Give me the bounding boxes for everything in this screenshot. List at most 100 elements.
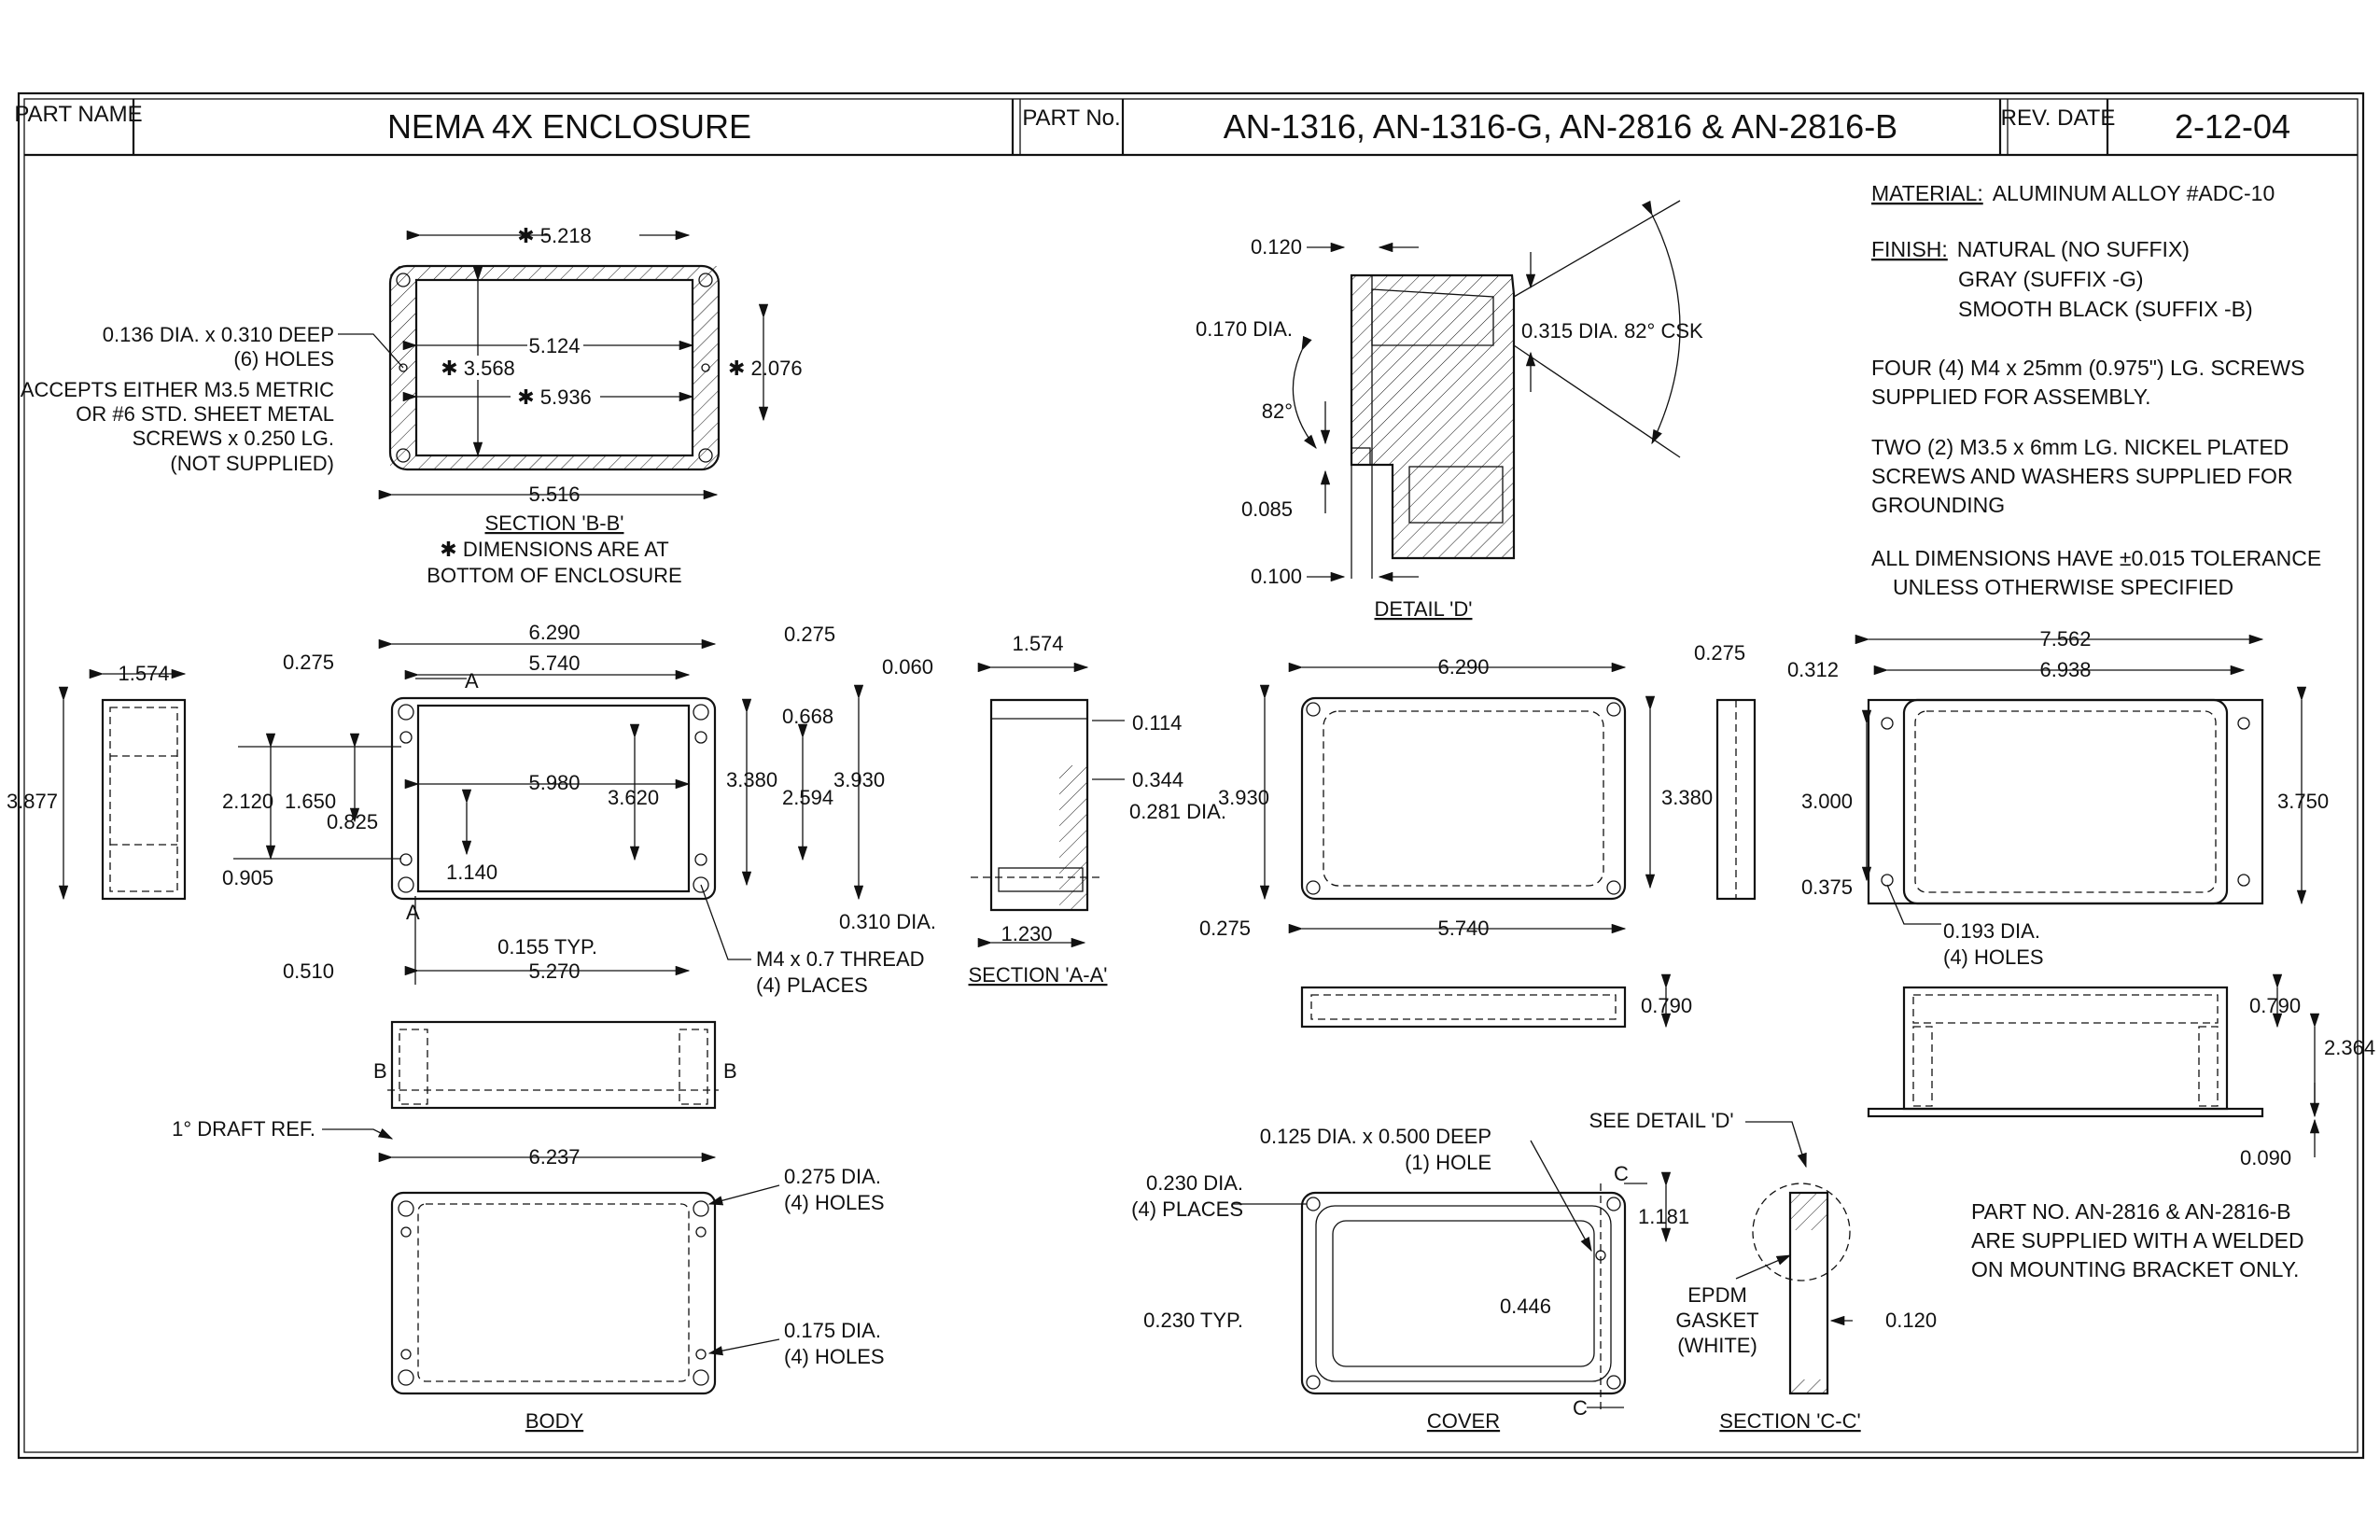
cover-hole-1: 0.125 DIA. x 0.500 DEEP — [1260, 1125, 1491, 1148]
finish-line-1: NATURAL (NO SUFFIX) — [1957, 237, 2190, 261]
part-name-label: PART NAME — [14, 102, 142, 127]
bb-callout-5: SCREWS x 0.250 LG. — [133, 427, 334, 450]
body-dim-r2: 0.668 — [782, 705, 833, 728]
bb-caption-2: BOTTOM OF ENCLOSURE — [427, 564, 681, 587]
bb-dim-inner: 5.124 — [528, 334, 580, 357]
cover-dim-w1: 6.290 — [1437, 655, 1489, 679]
cover-h3: 1.181 — [1638, 1205, 1689, 1228]
body-holes2-1: 0.175 DIA. — [784, 1319, 881, 1342]
body-top-view: 6.290 5.740 5.980 5.270 0.275 0.275 0.66… — [222, 621, 925, 997]
rev-date: 2-12-04 — [2175, 107, 2290, 146]
outer-frame — [17, 91, 2365, 1460]
cover-top-view: 6.290 0.275 3.930 3.380 0.275 5.740 — [1199, 641, 1745, 940]
cover-title: COVER — [1427, 1409, 1500, 1433]
body-bottom-view: 0.275 DIA. (4) HOLES 0.175 DIA. (4) HOLE… — [390, 1165, 885, 1433]
rev-date-label: REV. DATE — [2001, 105, 2116, 131]
section-marker-a-top: A — [465, 669, 479, 693]
cc-title: SECTION 'C-C' — [1719, 1409, 1860, 1433]
part-no-label: PART No. — [1022, 105, 1120, 131]
notes-block: MATERIAL: ALUMINUM ALLOY #ADC-10 FINISH:N… — [1871, 181, 2321, 1281]
cc-gasket-2: GASKET — [1675, 1309, 1758, 1332]
bb-dim-top: ✱ 5.218 — [517, 224, 592, 247]
cover-dim-h1: 3.930 — [1218, 786, 1269, 809]
d-dim-5: 0.100 — [1251, 565, 1302, 588]
body-side-width: 1.574 — [118, 662, 169, 685]
aa-dim-3: 0.114 — [1132, 711, 1182, 735]
part-name: NEMA 4X ENCLOSURE — [387, 107, 751, 146]
svg-text:MATERIAL:ALUMINUM ALLOY #ADC-1: MATERIAL: ALUMINUM ALLOY #ADC-10 — [1871, 181, 2275, 205]
d-dim-1: 0.120 — [1251, 235, 1302, 259]
bracket-holes-2: (4) HOLES — [1943, 945, 2044, 969]
body-side-view: 1.574 3.877 — [7, 662, 187, 901]
cover-typ: 0.230 TYP. — [1143, 1309, 1243, 1332]
section-cc-view: SEE DETAIL 'D' EPDM GASKET (WHITE) 0.120… — [1589, 1109, 1937, 1433]
cover-dim-r1: 0.275 — [1694, 641, 1745, 665]
body-dim-w2: 5.740 — [528, 651, 580, 675]
body-dim-h4: 3.620 — [608, 786, 659, 809]
bracket-side-view: 0.790 2.364 0.090 — [1867, 973, 2375, 1169]
bracket-dim-t2: 2.364 — [2324, 1036, 2375, 1059]
body-side-height: 3.877 — [7, 790, 58, 813]
bracket-dim-h1: 3.000 — [1801, 790, 1853, 813]
body-dim-l1: 2.120 — [222, 790, 273, 813]
tolerance-note-1: ALL DIMENSIONS HAVE ±0.015 TOLERANCE — [1871, 546, 2321, 570]
section-marker-c-bottom: C — [1573, 1396, 1588, 1420]
aa-dim-6: 0.310 DIA. — [839, 910, 936, 933]
cover-places-1: 0.230 DIA. — [1146, 1171, 1243, 1195]
section-marker-a-bottom: A — [406, 901, 420, 924]
svg-text:FINISH:NATURAL (NO SUFFIX): FINISH:NATURAL (NO SUFFIX) — [1871, 237, 2190, 261]
aa-title: SECTION 'A-A' — [969, 963, 1108, 987]
bracket-note-3: ON MOUNTING BRACKET ONLY. — [1971, 1257, 2299, 1281]
finish-line-2: GRAY (SUFFIX -G) — [1958, 267, 2144, 291]
cover-dim-h2: 3.380 — [1661, 786, 1713, 809]
bb-dim-height: ✱ 3.568 — [441, 357, 515, 380]
aa-dim-1: 0.060 — [882, 655, 933, 679]
cc-gasket-3: (WHITE) — [1677, 1334, 1757, 1357]
bracket-dim-t1: 0.790 — [2249, 994, 2301, 1017]
d-dim-4: 0.085 — [1241, 497, 1293, 521]
body-dim-h3: 3.930 — [833, 768, 885, 791]
body-dim-w4: 5.270 — [528, 959, 580, 983]
cc-see-detail: SEE DETAIL 'D' — [1589, 1109, 1733, 1132]
section-marker-b-left: B — [373, 1059, 387, 1083]
bb-callout-1: 0.136 DIA. x 0.310 DEEP — [103, 323, 334, 346]
screws-note-2: SUPPLIED FOR ASSEMBLY. — [1871, 385, 2151, 409]
cc-gasket-1: EPDM — [1687, 1283, 1747, 1307]
body-dim-w1: 6.290 — [528, 621, 580, 644]
cover-dim-w2: 5.740 — [1437, 917, 1489, 940]
body-thread-2: (4) PLACES — [756, 973, 868, 997]
bb-dim-side: ✱ 2.076 — [728, 357, 803, 380]
bb-caption-1: ✱ DIMENSIONS ARE AT — [440, 538, 668, 561]
body-holes2-2: (4) HOLES — [784, 1345, 885, 1368]
body-title: BODY — [525, 1409, 584, 1433]
body-dim-l5: 1.140 — [446, 861, 497, 884]
d-dim-3: 82° — [1262, 399, 1293, 423]
part-no: AN-1316, AN-1316-G, AN-2816 & AN-2816-B — [1224, 107, 1897, 146]
body-draft-width: 6.237 — [528, 1145, 580, 1169]
bracket-dim-w1: 7.562 — [2039, 627, 2091, 651]
screws-note-1: FOUR (4) M4 x 25mm (0.975") LG. SCREWS — [1871, 356, 2304, 380]
section-bb-view: ✱ 5.218 5.124 ✱ 3.568 ✱ 5.936 ✱ 2.076 5.… — [21, 223, 803, 587]
bracket-note-2: ARE SUPPLIED WITH A WELDED — [1971, 1228, 2304, 1253]
material-label: MATERIAL: — [1871, 181, 1983, 205]
section-marker-c-top: C — [1614, 1162, 1629, 1185]
aa-dim-7: 1.230 — [1001, 922, 1052, 945]
cover-h4: 0.446 — [1500, 1295, 1551, 1318]
grounding-note-3: GROUNDING — [1871, 493, 2005, 517]
cover-side-view — [1715, 698, 1757, 901]
title-block: PART NAME NEMA 4X ENCLOSURE PART No. AN-… — [14, 99, 2358, 157]
section-aa-view: 0.060 1.574 0.114 0.344 0.281 DIA. 0.310… — [839, 632, 1226, 987]
cc-thk: 0.120 — [1885, 1309, 1937, 1332]
d-title: DETAIL 'D' — [1375, 597, 1473, 621]
bb-callout-4: OR #6 STD. SHEET METAL — [76, 402, 334, 426]
cover-places-2: (4) PLACES — [1131, 1197, 1243, 1221]
body-dim-h1: 3.380 — [726, 768, 777, 791]
grounding-note-1: TWO (2) M3.5 x 6mm LG. NICKEL PLATED — [1871, 435, 2289, 459]
cover-bottom-view: 0.125 DIA. x 0.500 DEEP (1) HOLE 0.230 D… — [1131, 1125, 1689, 1433]
body-dim-off1: 0.275 — [283, 651, 334, 674]
material-value: ALUMINUM ALLOY #ADC-10 — [1993, 181, 2275, 205]
body-dim-l3: 0.825 — [327, 810, 378, 833]
body-holes1-2: (4) HOLES — [784, 1191, 885, 1214]
bb-dim-bottom: 5.516 — [528, 483, 580, 506]
